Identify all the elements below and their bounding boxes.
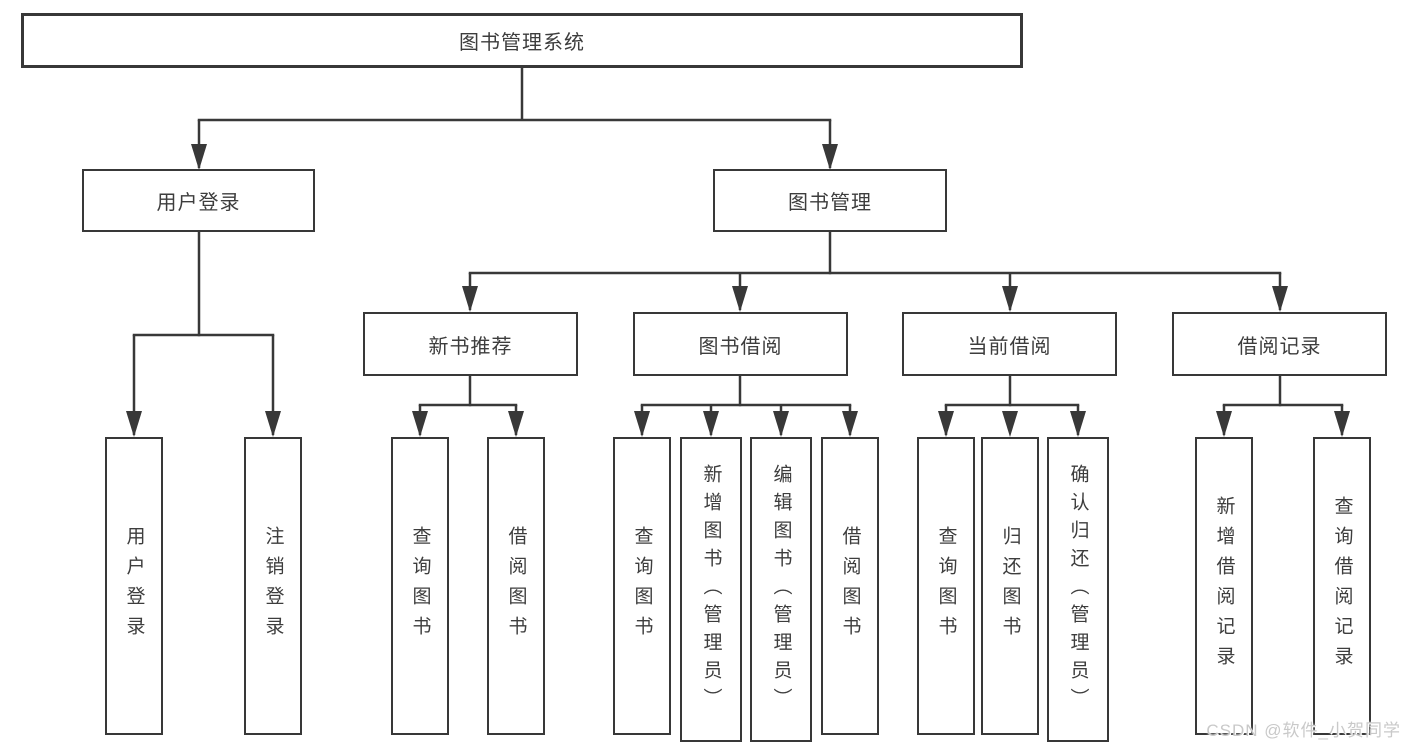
leaf-borrow-book-recommend-label: 借阅图书 xyxy=(505,526,527,646)
leaf-logout: 注销登录 xyxy=(244,437,302,735)
leaf-query-borrow-record: 查询借阅记录 xyxy=(1313,437,1371,735)
leaf-query-book-borrow: 查询图书 xyxy=(613,437,671,735)
leaf-borrow-book: 借阅图书 xyxy=(821,437,879,735)
leaf-query-borrow-record-label: 查询借阅记录 xyxy=(1331,496,1353,676)
leaf-borrow-book-recommend: 借阅图书 xyxy=(487,437,545,735)
node-current-borrow: 当前借阅 xyxy=(902,312,1117,376)
leaf-query-book-current: 查询图书 xyxy=(917,437,975,735)
leaf-confirm-return-admin-label: 确认归还（管理员） xyxy=(1067,463,1089,716)
leaf-query-book-borrow-label: 查询图书 xyxy=(631,526,653,646)
node-book-management: 图书管理 xyxy=(713,169,947,232)
node-root-label: 图书管理系统 xyxy=(459,32,585,54)
leaf-borrow-book-label: 借阅图书 xyxy=(839,526,861,646)
node-new-book-recommend: 新书推荐 xyxy=(363,312,578,376)
node-user-login: 用户登录 xyxy=(82,169,315,232)
arrowhead-group xyxy=(126,144,1350,437)
leaf-return-book: 归还图书 xyxy=(981,437,1039,735)
node-book-borrow-label: 图书借阅 xyxy=(698,335,783,358)
node-borrow-record-label: 借阅记录 xyxy=(1237,335,1322,358)
node-current-borrow-label: 当前借阅 xyxy=(967,335,1052,358)
leaf-add-book-admin: 新增图书（管理员） xyxy=(680,437,742,742)
leaf-return-book-label: 归还图书 xyxy=(999,526,1021,646)
node-new-book-recommend-label: 新书推荐 xyxy=(428,335,513,358)
leaf-add-book-admin-label: 新增图书（管理员） xyxy=(700,463,722,716)
leaf-query-book-current-label: 查询图书 xyxy=(935,526,957,646)
node-root: 图书管理系统 xyxy=(21,13,1023,68)
node-book-management-label: 图书管理 xyxy=(788,192,872,214)
leaf-add-borrow-record: 新增借阅记录 xyxy=(1195,437,1253,735)
leaf-edit-book-admin: 编辑图书（管理员） xyxy=(750,437,812,742)
leaf-logout-label: 注销登录 xyxy=(262,526,284,646)
leaf-add-borrow-record-label: 新增借阅记录 xyxy=(1213,496,1235,676)
csdn-watermark: CSDN @软件_小贺同学 xyxy=(1206,721,1401,740)
leaf-user-login-label: 用户登录 xyxy=(123,526,145,646)
leaf-edit-book-admin-label: 编辑图书（管理员） xyxy=(770,463,792,716)
leaf-query-book-recommend-label: 查询图书 xyxy=(409,526,431,646)
leaf-user-login: 用户登录 xyxy=(105,437,163,735)
node-book-borrow: 图书借阅 xyxy=(633,312,848,376)
node-borrow-record: 借阅记录 xyxy=(1172,312,1387,376)
leaf-confirm-return-admin: 确认归还（管理员） xyxy=(1047,437,1109,742)
leaf-query-book-recommend: 查询图书 xyxy=(391,437,449,735)
node-user-login-label: 用户登录 xyxy=(156,192,241,214)
